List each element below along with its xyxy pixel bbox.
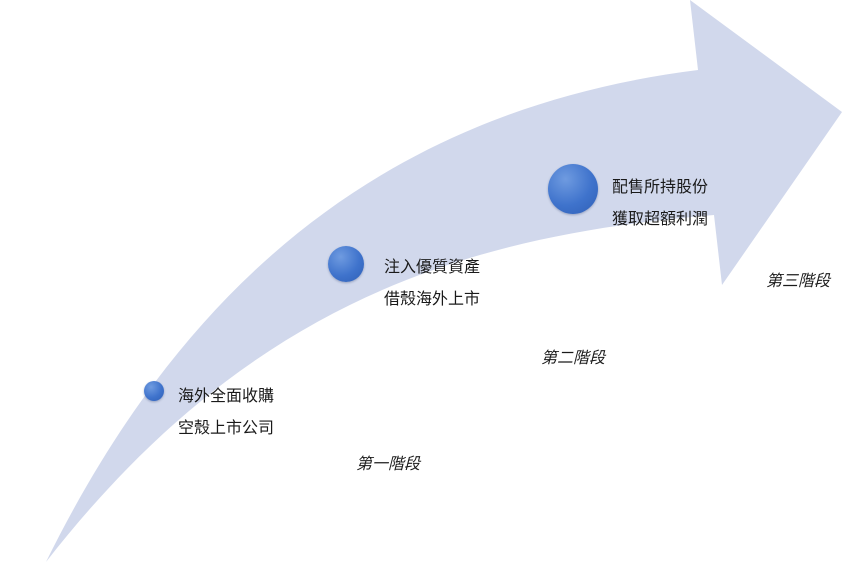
stage-3-label: 第三階段 <box>766 271 831 290</box>
step-3-text: 配售所持股份 獲取超額利潤 <box>612 171 708 235</box>
step-1-line-2: 空殼上市公司 <box>178 418 275 437</box>
step-2-line-1: 注入優質資產 <box>384 257 481 276</box>
step-3-line-2: 獲取超額利潤 <box>612 209 709 228</box>
stage-2-marker <box>328 246 364 282</box>
stage-1-marker <box>144 381 164 401</box>
step-1-text: 海外全面收購 空殼上市公司 <box>178 380 274 444</box>
step-3-line-1: 配售所持股份 <box>612 177 709 196</box>
step-2-line-2: 借殼海外上市 <box>384 289 481 308</box>
step-1-line-1: 海外全面收購 <box>178 386 275 405</box>
stage-2-label: 第二階段 <box>541 348 606 367</box>
step-2-text: 注入優質資產 借殼海外上市 <box>384 251 480 315</box>
stage-1-label: 第一階段 <box>356 454 421 473</box>
stage-3-marker <box>548 164 598 214</box>
